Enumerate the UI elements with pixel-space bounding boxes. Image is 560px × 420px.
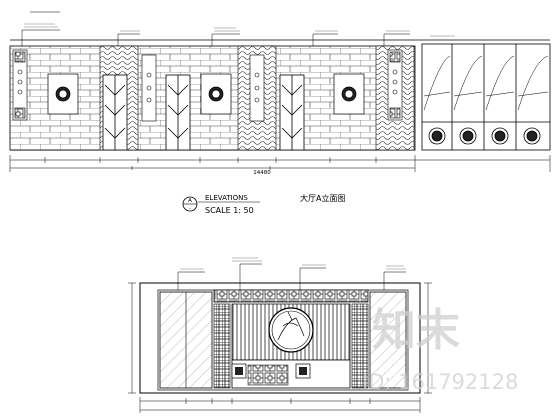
- top-elevation: 14480: [9, 11, 551, 176]
- annotation-note-lines: [180, 257, 406, 270]
- medallion-panels: [47, 73, 365, 115]
- lattice-column: [213, 303, 231, 389]
- glass-panel-right: [369, 291, 407, 389]
- watermark: 知末 ID: 161792128: [362, 305, 518, 394]
- bottom-elevation: [128, 257, 432, 413]
- watermark-id: ID: 161792128: [362, 370, 518, 394]
- marker-letter: A: [188, 198, 192, 204]
- dimension-string: [9, 155, 551, 172]
- height-dimension: [128, 282, 432, 394]
- lattice-column: [351, 303, 369, 389]
- moon-medallion: [268, 307, 314, 353]
- doorways: [102, 74, 305, 151]
- annotation-note-lines: [24, 23, 455, 37]
- watermark-brand: 知末: [372, 305, 460, 356]
- annotation-leaders: [21, 11, 410, 46]
- caption-scale: SCALE 1: 50: [205, 206, 254, 215]
- fret-band: [213, 289, 369, 303]
- caption-title: 大厅A立面图: [300, 193, 345, 203]
- annotation-leaders: [177, 263, 406, 290]
- caption-label: ELEVATIONS: [205, 194, 248, 202]
- elevation-caption: A - ELEVATIONS 大厅A立面图 SCALE 1: 50: [182, 193, 345, 215]
- display-shelving: [421, 43, 551, 151]
- dimension-string: [139, 397, 421, 413]
- carved-strips: [12, 49, 403, 122]
- marker-sheet: -: [189, 206, 191, 212]
- overall-dimension: 14480: [253, 170, 271, 176]
